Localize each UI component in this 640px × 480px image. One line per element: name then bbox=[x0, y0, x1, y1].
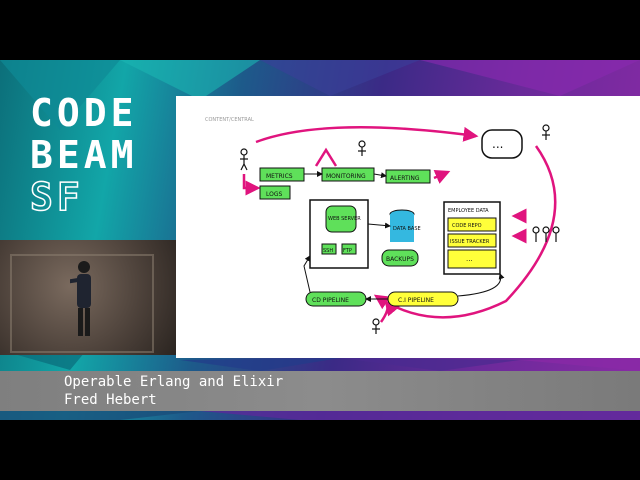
more-items-label: ... bbox=[466, 255, 473, 263]
code-repo-label: CODE REPO bbox=[452, 223, 482, 229]
loop-arrow-right bbox=[373, 145, 557, 319]
arrow-to-metrics bbox=[242, 174, 261, 196]
issue-tracker-label: ISSUE TRACKER bbox=[450, 239, 490, 245]
user-figure-bottom bbox=[372, 318, 380, 334]
connector-cd-server bbox=[303, 255, 311, 293]
metrics-label: METRICS bbox=[266, 173, 293, 180]
cd-pipeline-label: CD PIPELINE bbox=[312, 297, 349, 304]
loop-arrow-top bbox=[255, 126, 479, 144]
presentation-slide: CONTENT/CENTRAL ... bbox=[176, 96, 640, 358]
speech-bubble-text: ... bbox=[492, 137, 503, 151]
web-server-box bbox=[325, 205, 357, 233]
architecture-diagram: ... METRICS LOGS bbox=[240, 124, 560, 334]
speaker-name: Fred Hebert bbox=[64, 392, 157, 408]
code-repo-box bbox=[447, 217, 497, 232]
arrow-monitoring-up bbox=[314, 147, 338, 167]
video-frame: CODE BEAM SF CONTENT/CENTRAL bbox=[0, 60, 640, 420]
monitoring-label: MONITORING bbox=[326, 173, 366, 180]
backups-box bbox=[381, 249, 419, 267]
logo-line-1: CODE bbox=[30, 91, 138, 135]
connector-server-db bbox=[367, 222, 391, 229]
issue-tracker-box bbox=[447, 233, 497, 248]
ci-pipeline-label: C.I PIPELINE bbox=[398, 297, 434, 304]
user-figure-left bbox=[240, 148, 248, 171]
logs-label: LOGS bbox=[266, 191, 283, 198]
ssh-box bbox=[321, 243, 337, 255]
more-items-box bbox=[447, 249, 497, 269]
background-door bbox=[10, 254, 154, 353]
logo-line-3: SF bbox=[29, 175, 84, 219]
ftp-label: FTP bbox=[343, 248, 352, 254]
database-label: DATA BASE bbox=[393, 226, 421, 232]
employee-data-label: EMPLOYEE DATA bbox=[448, 208, 489, 214]
database-body bbox=[390, 214, 414, 242]
web-server-label: WEB SERVER bbox=[328, 216, 361, 222]
code-beam-logo: CODE BEAM SF bbox=[29, 91, 170, 219]
connector-monitoring-alerting bbox=[373, 172, 387, 179]
slide-caption: CONTENT/CENTRAL bbox=[205, 117, 254, 123]
alerting-label: ALERTING bbox=[390, 175, 420, 182]
logo-line-2: BEAM bbox=[30, 133, 138, 177]
user-figure-group bbox=[532, 226, 560, 242]
user-figure-right-top bbox=[542, 124, 550, 140]
ssh-label: SSH bbox=[323, 248, 333, 254]
talk-title: Operable Erlang and Elixir bbox=[64, 374, 284, 390]
user-figure-top bbox=[358, 140, 366, 156]
connector-ci-repo bbox=[457, 273, 505, 297]
speaker-video bbox=[0, 240, 177, 355]
ftp-box bbox=[341, 243, 357, 255]
speaker-figure bbox=[70, 261, 91, 336]
arrow-alerting bbox=[433, 170, 451, 184]
lower-third-banner: Operable Erlang and Elixir Fred Hebert bbox=[0, 371, 640, 411]
speech-bubble bbox=[481, 129, 523, 159]
arrow-to-ci bbox=[379, 300, 400, 323]
backups-label: BACKUPS bbox=[386, 256, 414, 263]
logs-box bbox=[259, 185, 291, 200]
